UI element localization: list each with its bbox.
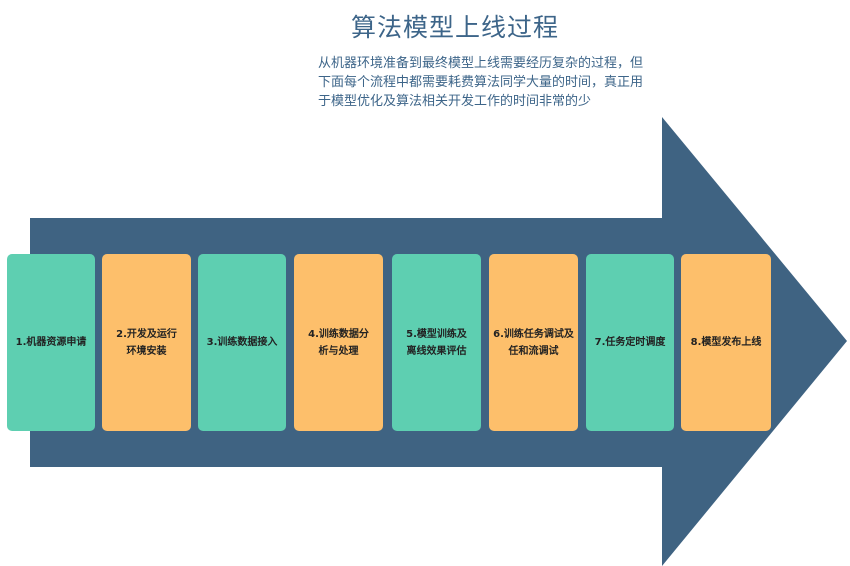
process-step-1: 1.机器资源申请 [7, 254, 95, 431]
process-step-label-line: 3.训练数据接入 [206, 337, 278, 348]
process-step-label: 2.开发及运行环境安装 [116, 326, 177, 360]
process-step-label-line: 离线效果评估 [406, 345, 467, 357]
description-line: 下面每个流程中都需要耗费算法同学大量的时间，真正用 [318, 75, 644, 90]
process-step-label-line: 析与处理 [318, 345, 359, 357]
description-line: 从机器环境准备到最终模型上线需要经历复杂的过程，但 [318, 56, 644, 71]
process-step-label: 7.任务定时调度 [595, 334, 666, 351]
process-step-label: 8.模型发布上线 [691, 334, 762, 351]
process-step-4: 4.训练数据分析与处理 [294, 254, 383, 431]
process-step-label-line: 4.训练数据分 [308, 328, 369, 340]
process-step-label-line: 环境安装 [126, 345, 167, 357]
description-line: 于模型优化及算法相关开发工作的时间非常的少 [318, 94, 592, 109]
process-step-3: 3.训练数据接入 [198, 254, 286, 431]
process-step-label: 5.模型训练及离线效果评估 [406, 326, 467, 360]
process-step-7: 7.任务定时调度 [586, 254, 674, 431]
process-step-label: 3.训练数据接入 [207, 334, 278, 351]
process-step-5: 5.模型训练及离线效果评估 [392, 254, 481, 431]
process-step-2: 2.开发及运行环境安装 [102, 254, 191, 431]
process-step-label: 4.训练数据分析与处理 [308, 326, 369, 360]
description: 从机器环境准备到最终模型上线需要经历复杂的过程，但 下面每个流程中都需要耗费算法… [318, 54, 658, 111]
process-step-label-line: 任和流调试 [508, 345, 559, 357]
process-step-label: 6.训练任务调试及任和流调试 [493, 326, 574, 360]
process-step-label: 1.机器资源申请 [16, 334, 87, 351]
process-step-8: 8.模型发布上线 [681, 254, 771, 431]
diagram-title: 算法模型上线过程 [350, 13, 559, 42]
process-step-label-line: 1.机器资源申请 [15, 337, 87, 348]
process-step-label-line: 5.模型训练及 [406, 328, 467, 340]
process-step-label-line: 2.开发及运行 [116, 328, 177, 340]
process-step-label-line: 8.模型发布上线 [690, 337, 762, 348]
process-step-6: 6.训练任务调试及任和流调试 [489, 254, 578, 431]
process-step-label-line: 6.训练任务调试及 [493, 328, 574, 340]
process-step-label-line: 7.任务定时调度 [594, 337, 666, 348]
